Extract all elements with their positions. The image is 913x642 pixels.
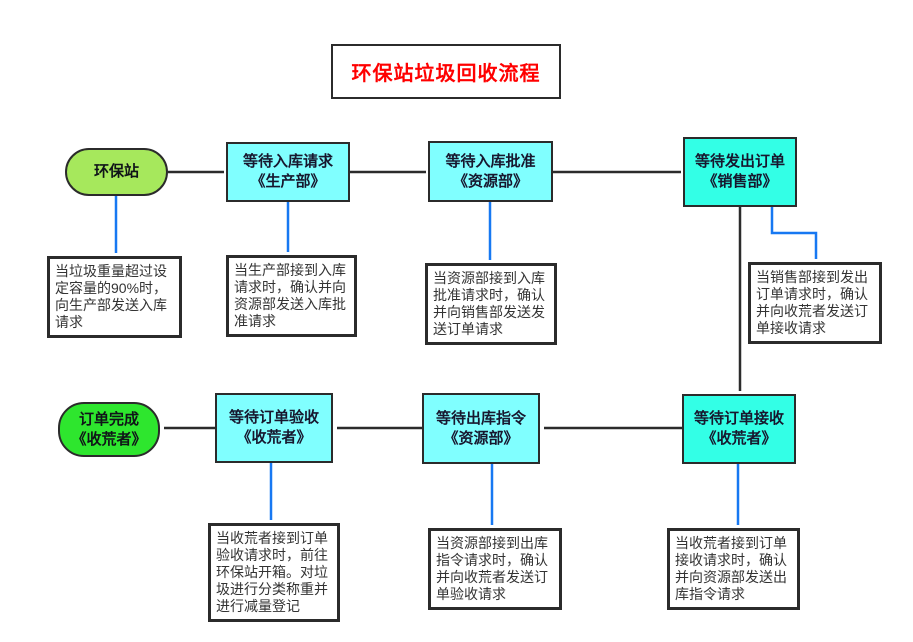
node-label: 等待出库指令 《资源部》 <box>435 409 526 447</box>
node-wait-order-check: 等待订单验收 《收荒者》 <box>215 393 333 463</box>
node-label: 环保站 <box>93 163 139 180</box>
node-label: 等待入库批准 《资源部》 <box>445 152 536 190</box>
note-station: 当垃圾重量超过设定容量的90%时，向生产部发送入库请求 <box>47 256 182 338</box>
node-label: 等待入库请求 《生产部》 <box>242 153 333 190</box>
note-resource-approve: 当资源部接到入库批准请求时，确认并向销售部发送发送订单请求 <box>425 263 557 345</box>
node-end-order-complete: 订单完成 《收荒者》 <box>58 402 160 457</box>
note-production: 当生产部接到入库请求时，确认并向资源部发送入库批准请求 <box>226 255 357 337</box>
node-label: 等待订单验收 《收荒者》 <box>228 409 319 446</box>
node-wait-inbound-request: 等待入库请求 《生产部》 <box>226 142 350 202</box>
connector-send-order-to-note <box>770 207 818 259</box>
note-collector-check: 当收荒者接到订单验收请求时，前往环保站开箱。对垃圾进行分类称重并进行减量登记 <box>208 523 340 622</box>
node-label: 等待订单接收 《收荒者》 <box>693 410 784 447</box>
diagram-title-box: 环保站垃圾回收流程 <box>331 44 561 99</box>
note-collector-receive: 当收荒者接到订单接收请求时，确认并向资源部发送出库指令请求 <box>667 528 800 610</box>
node-label: 订单完成 《收荒者》 <box>71 410 147 448</box>
node-wait-outbound-command: 等待出库指令 《资源部》 <box>422 393 540 464</box>
node-wait-order-receive: 等待订单接收 《收荒者》 <box>682 394 796 464</box>
node-start-station: 环保站 <box>65 148 168 196</box>
diagram-title: 环保站垃圾回收流程 <box>351 63 541 85</box>
node-wait-send-order: 等待发出订单 《销售部》 <box>683 137 797 207</box>
note-resource-outbound: 当资源部接到出库指令请求时，确认并向收荒者发送订单验收请求 <box>428 528 562 610</box>
node-label: 等待发出订单 《销售部》 <box>694 153 785 190</box>
note-sales: 当销售部接到发出订单请求时，确认并向收荒者发送订单接收请求 <box>748 262 882 344</box>
node-wait-inbound-approval: 等待入库批准 《资源部》 <box>428 141 553 202</box>
